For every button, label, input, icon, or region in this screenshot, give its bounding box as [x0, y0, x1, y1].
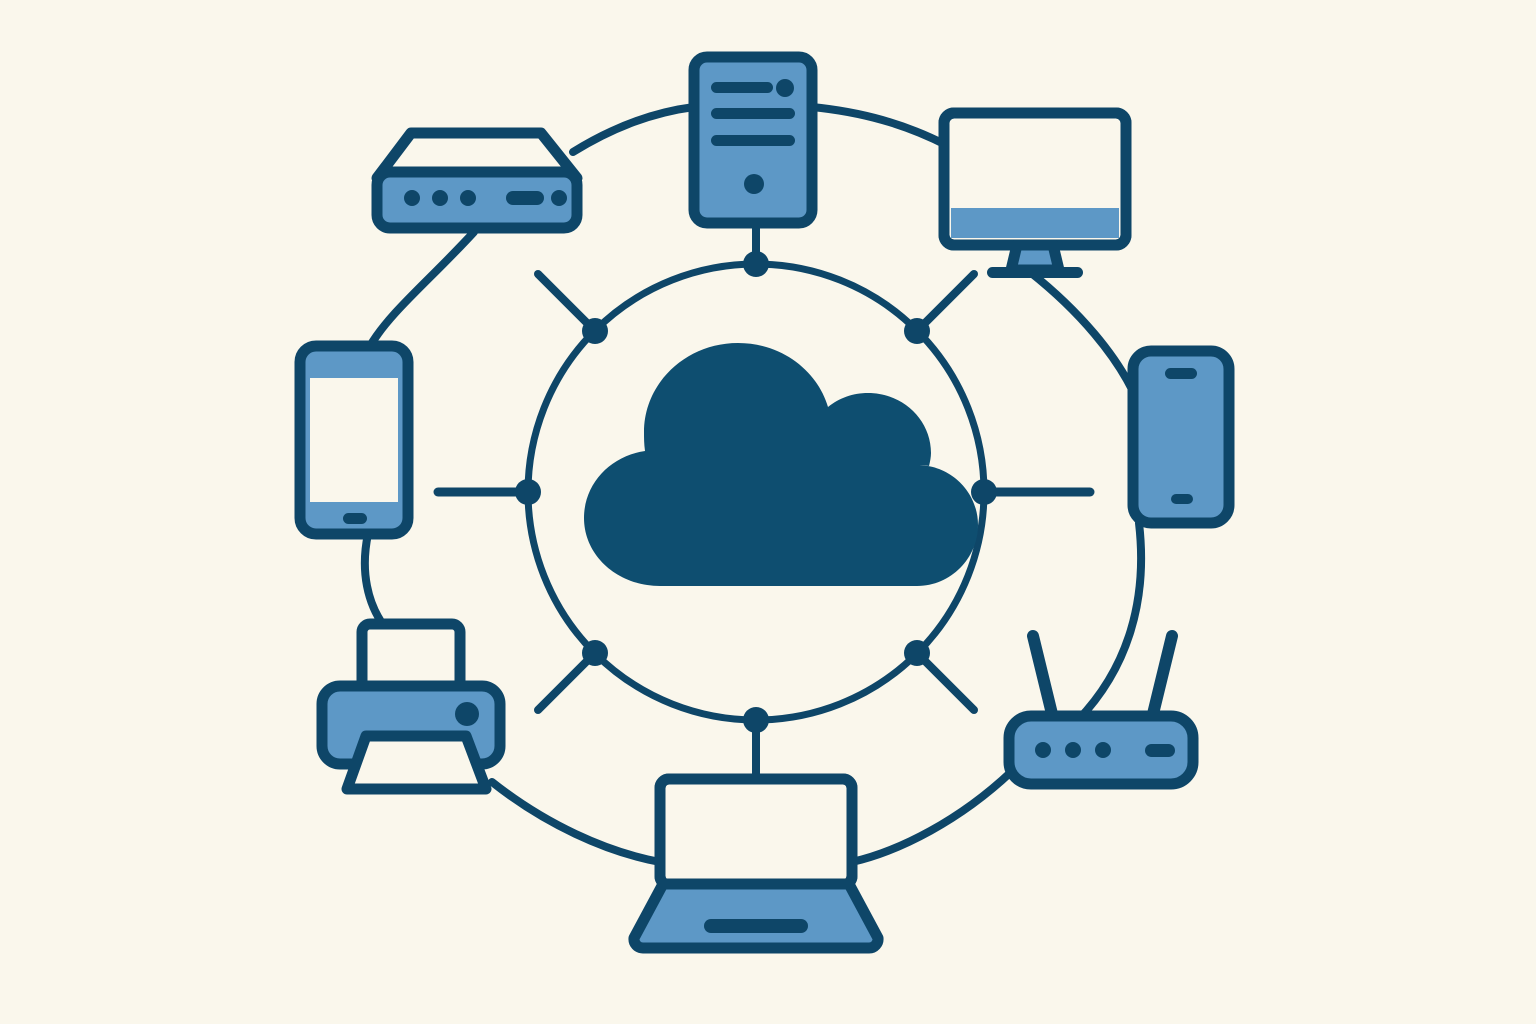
link-switch-to-server [569, 103, 698, 156]
laptop-screen [670, 789, 842, 875]
router-led-2 [1065, 742, 1081, 758]
link-switch-to-phone-left [366, 228, 478, 350]
switch-body [371, 166, 583, 234]
cloud-icon [584, 343, 978, 586]
phone-left-home-button[interactable] [343, 513, 367, 524]
network-switch[interactable] [371, 127, 583, 234]
spoke-se [913, 649, 978, 714]
node-ne[interactable] [904, 318, 930, 344]
phone-left-screen [310, 378, 398, 502]
switch-led-4 [551, 190, 567, 206]
switch-led-2 [432, 190, 448, 206]
link-server-to-monitor [808, 103, 950, 149]
laptop-computer[interactable] [628, 773, 884, 954]
router-antenna-left [1027, 630, 1059, 724]
server-bar-1 [711, 82, 773, 93]
router-led-3 [1095, 742, 1111, 758]
phone-right-body [1127, 345, 1235, 529]
smartphone-left[interactable] [294, 340, 414, 540]
phone-right-home-indicator [1171, 494, 1193, 504]
node-se[interactable] [904, 640, 930, 666]
server-led [776, 79, 794, 97]
printer-output-paper [341, 730, 492, 795]
node-nw[interactable] [582, 318, 608, 344]
phone-right-speaker [1165, 368, 1197, 379]
link-phone-right-to-router [1074, 519, 1146, 724]
router-port-slot [1145, 744, 1175, 757]
spoke-ne [913, 270, 978, 335]
monitor-screen [951, 120, 1119, 208]
switch-led-3 [460, 190, 476, 206]
printer[interactable] [316, 618, 506, 795]
spoke-sw [534, 649, 599, 714]
server-power-button[interactable] [744, 174, 764, 194]
router-antenna-right [1146, 630, 1178, 724]
monitor-stand-neck [1005, 239, 1065, 276]
switch-port-slot [506, 191, 544, 205]
server-tower[interactable] [688, 51, 818, 229]
node-s[interactable] [743, 707, 769, 733]
printer-button[interactable] [455, 702, 479, 726]
cloud-shape [584, 343, 978, 586]
smartphone-right[interactable] [1127, 345, 1235, 529]
link-printer-to-laptop [488, 778, 664, 866]
laptop-trackpad [704, 919, 808, 933]
monitor-chin [951, 208, 1119, 238]
node-w[interactable] [515, 479, 541, 505]
ring-spokes [433, 218, 1095, 786]
router-led-1 [1035, 742, 1051, 758]
switch-led-1 [404, 190, 420, 206]
desktop-monitor[interactable] [938, 107, 1132, 278]
laptop-base [628, 878, 884, 954]
wireless-router[interactable] [1003, 630, 1199, 790]
server-bar-2 [711, 108, 795, 119]
monitor-stand-base [987, 267, 1083, 278]
node-e[interactable] [971, 479, 997, 505]
server-bar-3 [711, 135, 795, 146]
spoke-nw [534, 270, 599, 335]
ring-nodes [515, 251, 997, 733]
outer-ring-links [360, 103, 1146, 866]
node-sw[interactable] [582, 640, 608, 666]
link-router-to-laptop [848, 768, 1015, 866]
node-n[interactable] [743, 251, 769, 277]
